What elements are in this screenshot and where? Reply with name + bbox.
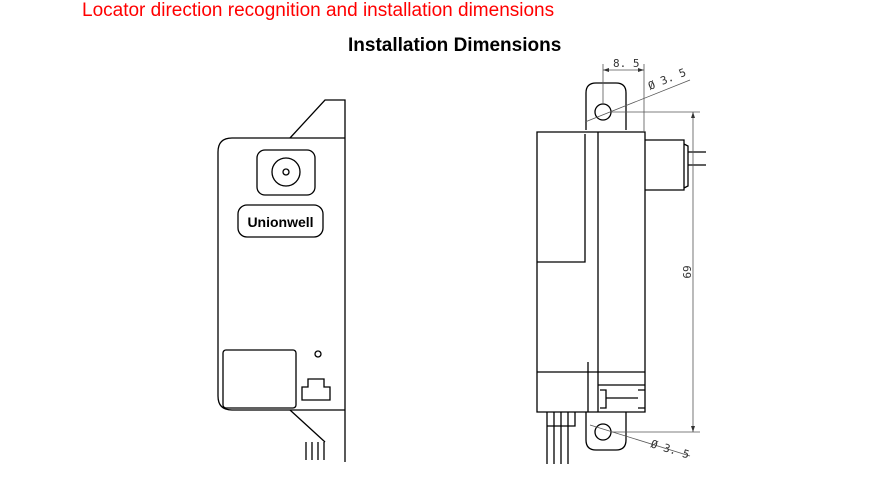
side-body (536, 131, 646, 413)
lens-icon (271, 157, 301, 187)
camera-housing (256, 149, 316, 196)
logo-plate (237, 204, 324, 238)
lens-center (282, 168, 290, 176)
mounting-flange (289, 99, 346, 462)
dimension-annotations: 8. 5 Ø 3. 5 Ø 3. 5 69 (584, 57, 700, 461)
dim-tab-offset: 8. 5 (613, 57, 640, 70)
side-connector (645, 139, 706, 191)
side-view (536, 82, 706, 464)
connector-icon (301, 378, 331, 401)
bottom-mount-hole (594, 423, 612, 441)
page-heading: Locator direction recognition and instal… (82, 0, 555, 21)
front-body (217, 137, 345, 411)
figure-title: Installation Dimensions (348, 35, 562, 56)
dim-hole-bottom: Ø 3. 5 (649, 437, 691, 461)
top-mount-hole (594, 103, 612, 121)
side-wires (546, 412, 576, 464)
logo-text: Unionwell (247, 214, 313, 230)
bottom-tab (585, 412, 627, 451)
top-tab (585, 82, 627, 130)
indicator-led (314, 350, 322, 358)
front-wires (305, 442, 325, 460)
front-view: Unionwell (217, 99, 346, 462)
label-window (222, 349, 297, 409)
dim-hole-spacing: 69 (680, 265, 693, 278)
